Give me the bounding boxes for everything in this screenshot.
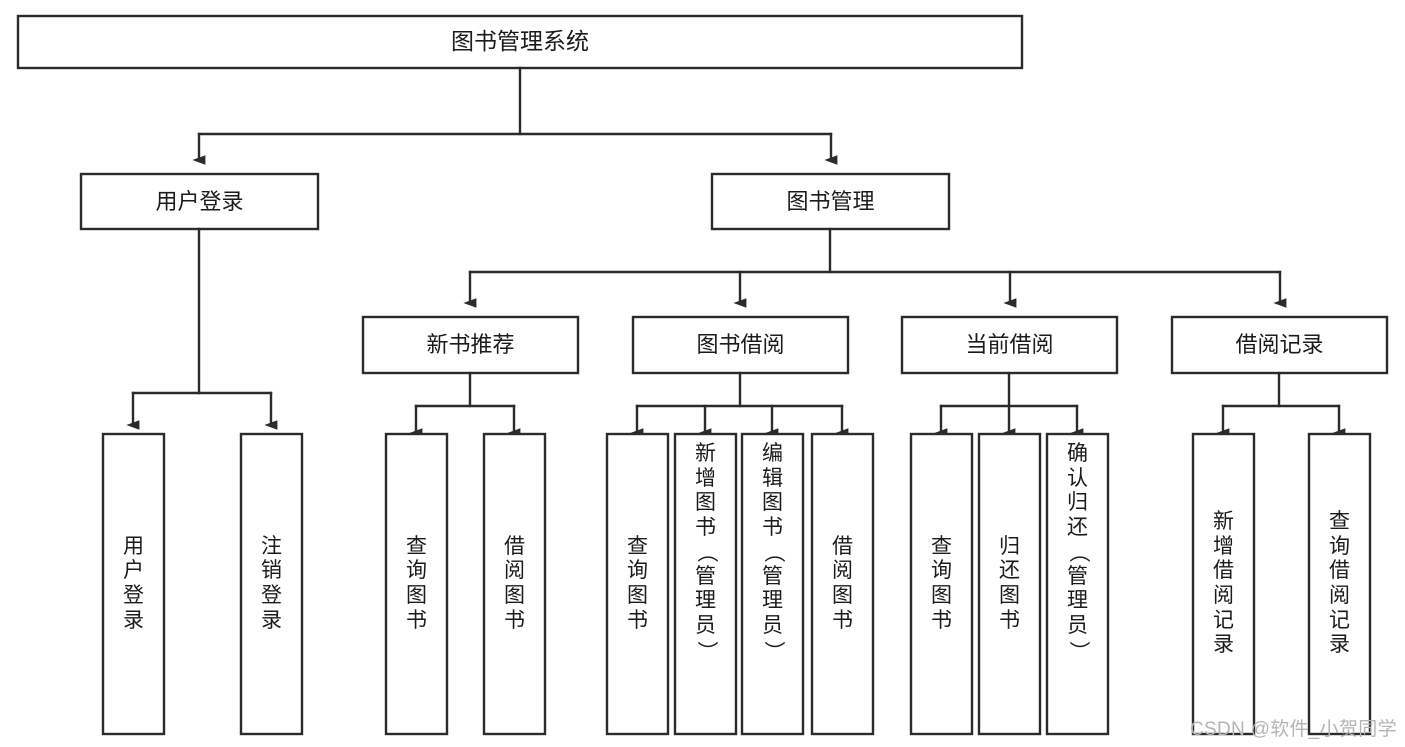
node-book-borrow[interactable]: 图书借阅	[631, 315, 850, 375]
leaf-box-user-login[interactable]	[101, 432, 166, 736]
node-book-management[interactable]: 图书管理	[710, 172, 951, 231]
leaf-box-logout[interactable]	[239, 432, 304, 736]
node-user-login-label: 用户登录	[155, 189, 243, 214]
leaf-box-edit-book-admin[interactable]	[740, 432, 805, 736]
csdn-watermark: CSDN @软件_小贺同学	[1190, 719, 1397, 740]
leaf-box-confirm-return-admin[interactable]	[1045, 432, 1110, 736]
leaf-box-query-book-1[interactable]	[384, 432, 449, 736]
leaf-box-return-book[interactable]	[977, 432, 1042, 736]
leaf-box-query-borrow-record[interactable]	[1307, 432, 1372, 736]
node-borrow-record-label: 借阅记录	[1235, 332, 1323, 357]
node-user-login[interactable]: 用户登录	[79, 172, 320, 231]
node-root-book-management-system[interactable]: 图书管理系统	[16, 14, 1024, 70]
node-new-book-recommend[interactable]: 新书推荐	[361, 315, 580, 375]
leaf-box-borrow-book-1[interactable]	[482, 432, 547, 736]
leaf-box-add-book-admin[interactable]	[673, 432, 738, 736]
node-book-borrow-label: 图书借阅	[696, 332, 784, 357]
node-current-borrow[interactable]: 当前借阅	[900, 315, 1119, 375]
leaf-box-query-book-2[interactable]	[605, 432, 670, 736]
node-current-borrow-label: 当前借阅	[965, 332, 1053, 357]
leaf-box-query-book-3[interactable]	[909, 432, 974, 736]
node-root-label: 图书管理系统	[451, 28, 589, 54]
node-new-book-recommend-label: 新书推荐	[426, 332, 514, 357]
leaf-box-borrow-book-2[interactable]	[810, 432, 875, 736]
node-borrow-record[interactable]: 借阅记录	[1170, 315, 1389, 375]
node-book-management-label: 图书管理	[786, 189, 874, 214]
leaf-box-add-borrow-record[interactable]	[1191, 432, 1256, 736]
